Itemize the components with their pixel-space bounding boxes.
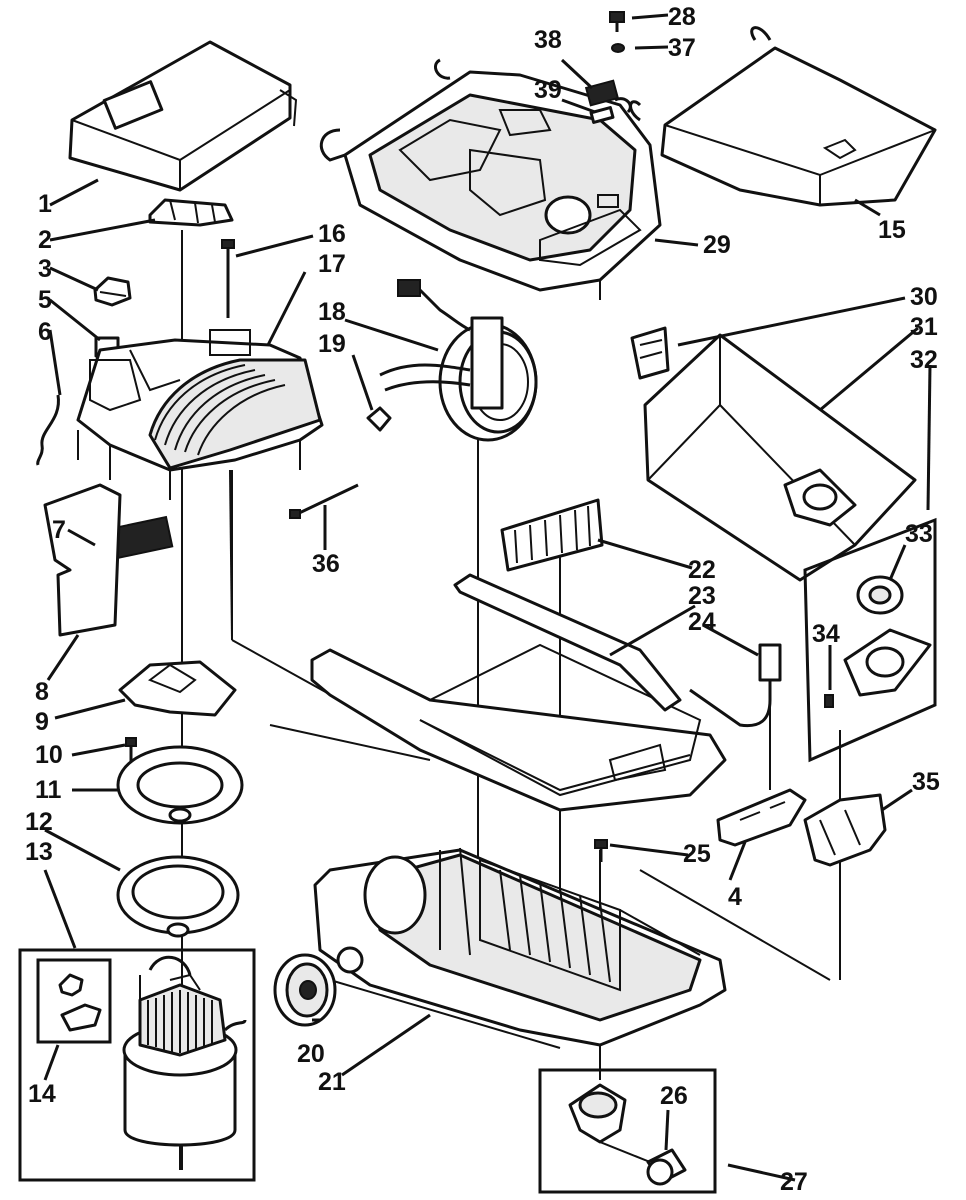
- callout-37: 37: [668, 34, 696, 62]
- callout-14: 14: [28, 1080, 56, 1108]
- part-11-ring: [116, 745, 244, 825]
- part-14-brush-kit: [36, 958, 112, 1044]
- callout-27: 27: [780, 1168, 808, 1196]
- callout-15: 15: [878, 216, 906, 244]
- part-37-clip: [611, 43, 625, 53]
- part-3-switch: [93, 276, 132, 307]
- part-12-ring: [116, 855, 240, 938]
- part-15-bag-cover: [629, 26, 937, 207]
- callout-21: 21: [318, 1068, 346, 1096]
- part-28-screw: [609, 11, 625, 32]
- callout-23: 23: [688, 582, 716, 610]
- callout-8: 8: [35, 678, 49, 706]
- callout-29: 29: [703, 231, 731, 259]
- callout-24: 24: [688, 608, 716, 636]
- callout-labels: 1 2 3 4 5 6 7 8 9 10 11 12 13 14 15 16 1…: [25, 3, 940, 1196]
- callout-22: 22: [688, 556, 716, 584]
- part-25-screw: [594, 839, 608, 862]
- callout-10: 10: [35, 741, 63, 769]
- part-8-gasket: [43, 483, 122, 637]
- callout-32: 32: [910, 346, 938, 374]
- part-20-wheel: [273, 953, 337, 1027]
- callout-6: 6: [38, 318, 52, 346]
- part-26-roller: [646, 1148, 687, 1186]
- callout-2: 2: [38, 226, 52, 254]
- part-10-screw: [125, 737, 137, 762]
- part-6-wire: [36, 394, 60, 466]
- callout-13: 13: [25, 838, 53, 866]
- part-35-bracket: [803, 793, 887, 867]
- callout-18: 18: [318, 298, 346, 326]
- callout-30: 30: [910, 283, 938, 311]
- part-1-top-cover: [68, 40, 298, 192]
- part-32-bag-box: [803, 517, 937, 763]
- callout-36: 36: [312, 550, 340, 578]
- callout-33: 33: [905, 520, 933, 548]
- callout-28: 28: [668, 3, 696, 31]
- callout-19: 19: [318, 330, 346, 358]
- callout-3: 3: [38, 255, 52, 283]
- callout-16: 16: [318, 220, 346, 248]
- part-27-wheel-box: [538, 1068, 717, 1194]
- callout-5: 5: [38, 286, 52, 314]
- callout-1: 1: [38, 190, 52, 218]
- callout-12: 12: [25, 808, 53, 836]
- callout-17: 17: [318, 250, 346, 278]
- part-27-caster: [568, 1083, 651, 1163]
- part-21-base: [313, 847, 727, 1049]
- part-23-base-frame: [310, 573, 727, 812]
- part-13-motor: [122, 955, 247, 1170]
- callout-26: 26: [660, 1082, 688, 1110]
- callout-7: 7: [52, 516, 66, 544]
- callout-4: 4: [728, 883, 742, 911]
- part-4-handle: [716, 788, 807, 847]
- callout-34: 34: [812, 620, 840, 648]
- part-17-frame: [76, 329, 324, 500]
- part-33-ring: [856, 575, 904, 615]
- part-19-plug: [366, 406, 392, 432]
- part-9-plate: [118, 660, 237, 717]
- part-29-top-housing: [319, 58, 662, 292]
- leader-lines: [43, 13, 932, 1182]
- part-16-screw: [221, 239, 235, 318]
- part-36-rod: [289, 483, 359, 519]
- part-2-bracket: [148, 198, 234, 227]
- part-34-screw: [824, 694, 834, 708]
- callout-39: 39: [534, 76, 562, 104]
- part-31-dust-bag: [643, 333, 917, 582]
- part-38-latch: [584, 79, 620, 107]
- callout-20: 20: [297, 1040, 325, 1068]
- part-18-cord-reel: [379, 279, 538, 442]
- callout-25: 25: [683, 840, 711, 868]
- callout-38: 38: [534, 26, 562, 54]
- callout-11: 11: [35, 776, 62, 804]
- part-39-pad: [589, 106, 615, 124]
- part-13-motor-box: [18, 948, 256, 1182]
- callout-35: 35: [912, 768, 940, 796]
- callout-9: 9: [35, 708, 49, 736]
- part-24-connector: [689, 643, 782, 728]
- part-22-exhaust-grille: [500, 498, 604, 572]
- part-30-clip: [630, 326, 670, 380]
- part-33-adapter: [843, 628, 932, 697]
- callout-31: 31: [910, 313, 938, 341]
